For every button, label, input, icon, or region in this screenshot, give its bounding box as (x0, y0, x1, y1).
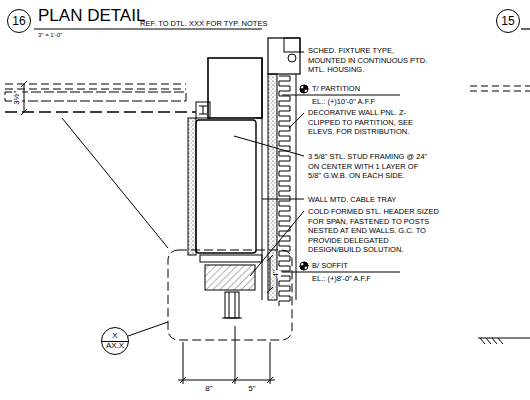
scale-note: 3" = 1'-0" (38, 31, 62, 41)
elevation-label: B/ SOFFIT (312, 261, 348, 271)
callout-note: DECORATIVE WALL PNL. Z-CLIPPED TO PARTIT… (308, 108, 433, 137)
bubble-text: 15 (501, 15, 514, 28)
callout-note: 3 5/8" STL. STUD FRAMING @ 24" ON CENTER… (308, 152, 433, 181)
bubble-text: X (102, 332, 128, 342)
bubble-text: AX.X (106, 342, 124, 350)
callout-note: SCHED. FIXTURE TYPE, MOUNTED IN CONTINUO… (308, 46, 433, 75)
dimension-text: 8" (205, 384, 212, 394)
bubble-text: 16 (12, 15, 25, 28)
detail-number-bubble: 15 (496, 9, 520, 33)
dimension-text: 5" (248, 384, 255, 394)
elevation-label: T/ PARTITION (312, 84, 360, 94)
dimension-text: 3½" (12, 91, 22, 105)
detail-number-bubble: 16 (7, 9, 31, 33)
callout-note: WALL MTD. CABLE TRAY (308, 195, 396, 205)
detail-title: PLAN DETAIL (38, 6, 145, 26)
section-reference-bubble: XAX.X (101, 327, 129, 355)
reference-note: REF. TO DTL. XXX FOR TYP. NOTES (140, 19, 267, 29)
dimension-text: 4" (271, 270, 281, 277)
elevation-value: EL.: (+)10'-0" A.F.F (312, 97, 375, 107)
callout-note: COLD FORMED STL. HEADER SIZED FOR SPAN, … (308, 207, 443, 255)
elevation-value: EL.: (+)8'-0" A.F.F (312, 274, 371, 284)
